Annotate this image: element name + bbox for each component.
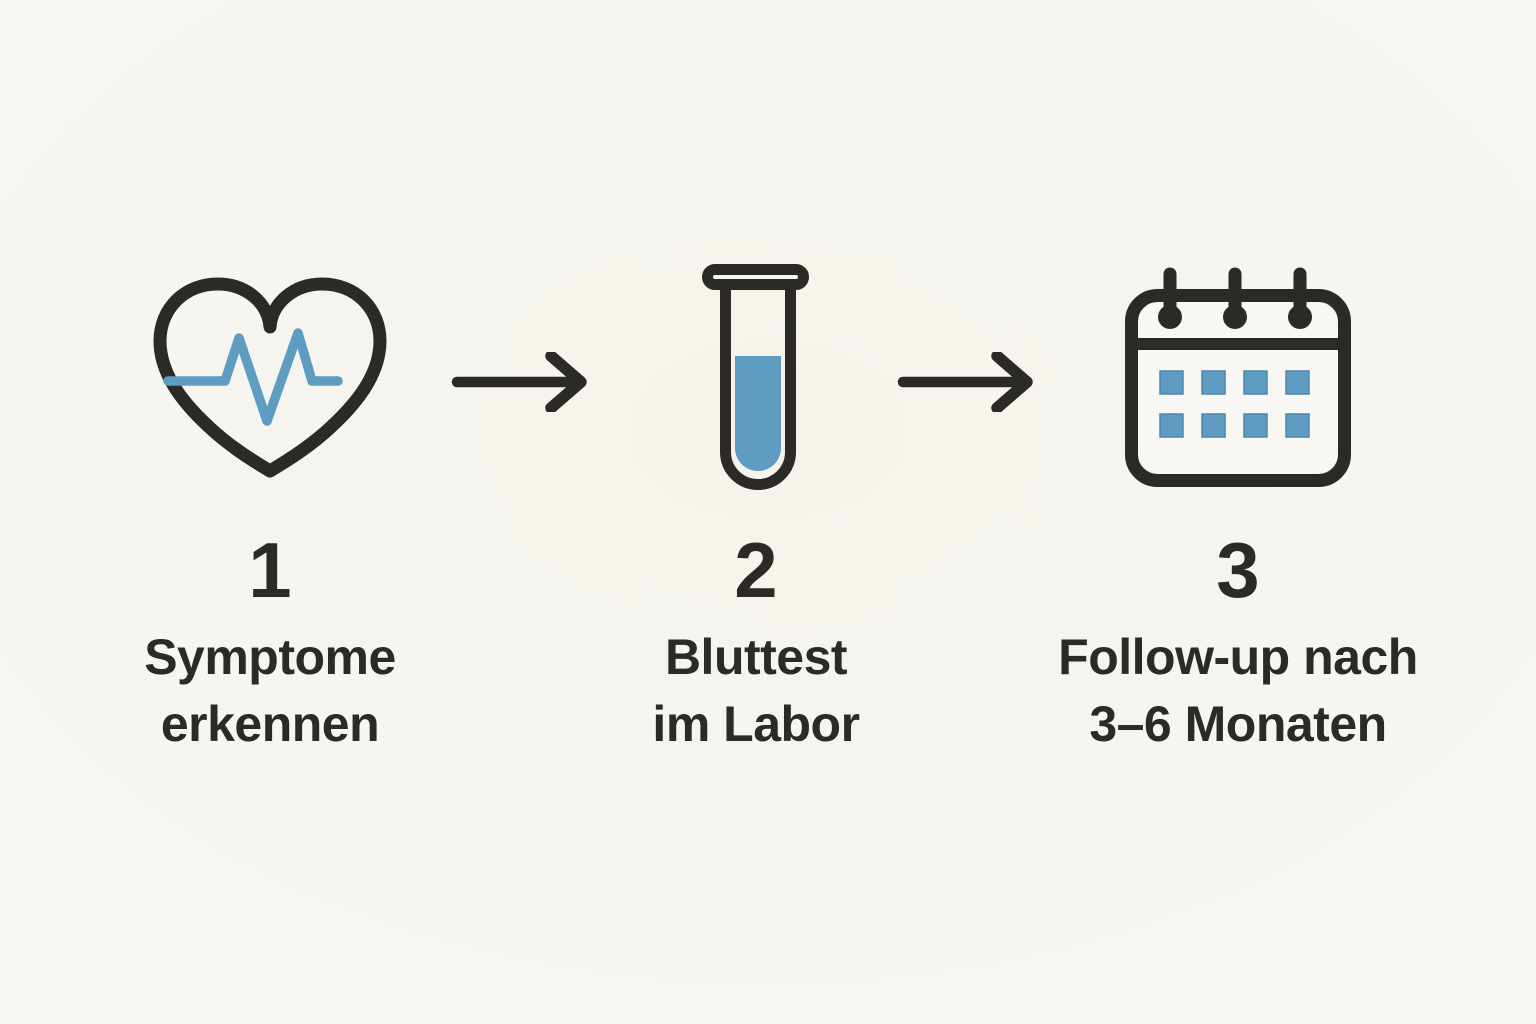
step-symptoms-icon-box <box>70 260 470 496</box>
step-follow-up-label: Follow-up nach 3–6 Monaten <box>1058 624 1418 758</box>
step-symptoms: 1 Symptome erkennen <box>70 260 470 758</box>
step-follow-up: 3 Follow-up nach 3–6 Monaten <box>1018 260 1458 758</box>
step-blood-test-icon-box <box>556 260 956 496</box>
step-follow-up-label-line1: Follow-up nach <box>1058 629 1418 685</box>
step-follow-up-number: 3 <box>1216 526 1260 614</box>
step-blood-test: 2 Bluttest im Labor <box>556 260 956 758</box>
step-symptoms-label-line1: Symptome <box>144 629 396 685</box>
step-follow-up-label-line2: 3–6 Monaten <box>1089 696 1387 752</box>
test-tube-icon <box>702 264 809 490</box>
step-blood-test-label-line2: im Labor <box>652 696 860 752</box>
arrow-right-icon <box>451 352 587 412</box>
arrow-right-icon <box>897 352 1033 412</box>
heart-pulse-icon <box>153 277 387 478</box>
step-blood-test-label: Bluttest im Labor <box>652 624 860 758</box>
step-symptoms-number: 1 <box>248 526 292 614</box>
step-symptoms-label-line2: erkennen <box>160 696 380 752</box>
step-follow-up-icon-box <box>1018 260 1458 496</box>
step-blood-test-label-line1: Bluttest <box>664 629 848 685</box>
step-blood-test-number: 2 <box>734 526 778 614</box>
step-symptoms-label: Symptome erkennen <box>144 624 396 758</box>
calendar-icon <box>1125 267 1351 487</box>
